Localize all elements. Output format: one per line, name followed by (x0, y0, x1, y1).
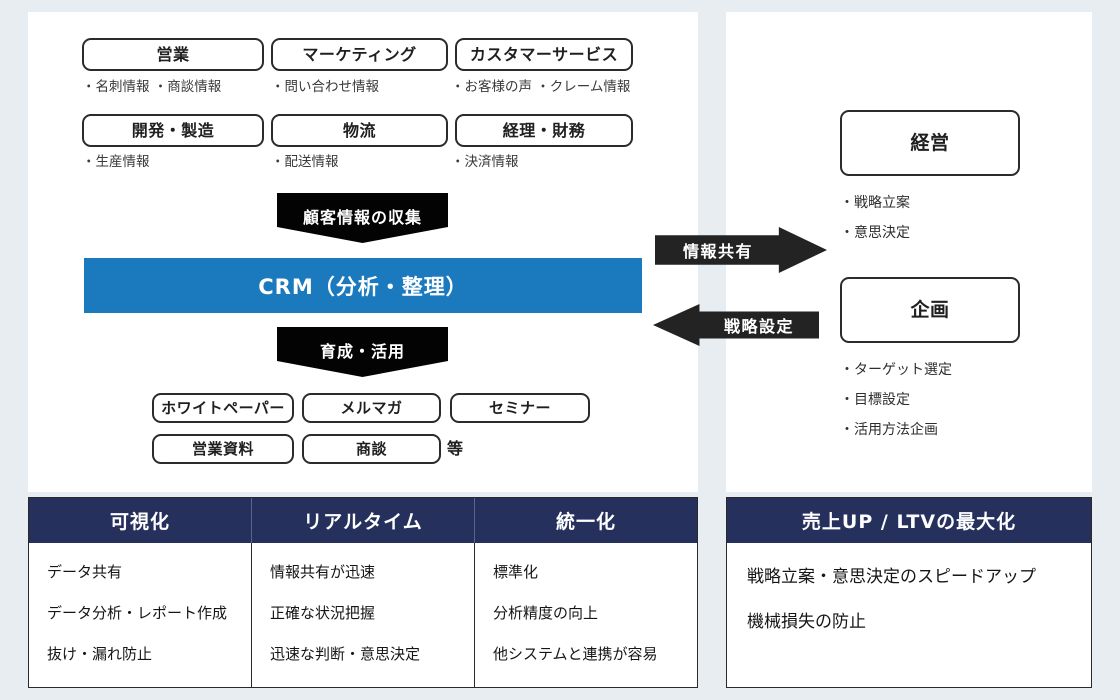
table-item: 迅速な判断・意思決定 (270, 645, 421, 663)
table-item: 戦略立案・意思決定のスピードアップ (747, 567, 1036, 587)
department-note-customer-service: ・お客様の声 ・クレーム情報 (451, 79, 631, 95)
department-box-development: 開発・製造 (82, 114, 264, 147)
crm-bar: CRM（分析・整理） (84, 258, 642, 313)
table-header-sales-ltv: 売上UP / LTVの最大化 (727, 498, 1091, 543)
output-box-sales-material: 営業資料 (152, 434, 294, 464)
table-body-row: データ共有 データ分析・レポート作成 抜け・漏れ防止 情報共有が迅速 正確な状況… (29, 543, 697, 688)
role-box-management: 経営 (840, 110, 1020, 176)
department-note-accounting: ・決済情報 (451, 154, 519, 170)
table-cell-unification: 標準化 分析精度の向上 他システムと連携が容易 (475, 543, 697, 688)
role-box-planning: 企画 (840, 277, 1020, 343)
table-item: 分析精度の向上 (493, 604, 599, 622)
role-bullet-management-0: ・戦略立案 (840, 195, 910, 211)
department-box-accounting: 経理・財務 (455, 114, 633, 147)
department-note-marketing: ・問い合わせ情報 (271, 79, 379, 95)
table-cell-sales-ltv: 戦略立案・意思決定のスピードアップ 機械損失の防止 (727, 543, 1091, 687)
table-body-row: 戦略立案・意思決定のスピードアップ 機械損失の防止 (727, 543, 1091, 687)
role-bullet-planning-1: ・目標設定 (840, 392, 910, 408)
output-box-seminar: セミナー (450, 393, 590, 423)
department-box-marketing: マーケティング (271, 38, 448, 71)
etc-label: 等 (447, 439, 464, 458)
table-item: 他システムと連携が容易 (493, 645, 658, 663)
table-header-visualization: 可視化 (29, 498, 252, 543)
benefits-table-left: 可視化 リアルタイム 統一化 データ共有 データ分析・レポート作成 抜け・漏れ防… (28, 497, 698, 688)
department-box-logistics: 物流 (271, 114, 448, 147)
benefits-table-right: 売上UP / LTVの最大化 戦略立案・意思決定のスピードアップ 機械損失の防止 (726, 497, 1092, 688)
table-item: 抜け・漏れ防止 (47, 645, 153, 663)
role-bullet-management-1: ・意思決定 (840, 225, 910, 241)
department-box-customer-service: カスタマーサービス (455, 38, 633, 71)
table-item: 情報共有が迅速 (270, 563, 376, 581)
table-cell-realtime: 情報共有が迅速 正確な状況把握 迅速な判断・意思決定 (252, 543, 475, 688)
output-box-negotiation: 商談 (302, 434, 441, 464)
table-item: 標準化 (493, 563, 539, 581)
table-header-unification: 統一化 (475, 498, 697, 543)
table-header-row: 売上UP / LTVの最大化 (727, 498, 1091, 543)
table-item: データ分析・レポート作成 (47, 604, 228, 622)
table-item: 機械損失の防止 (747, 612, 866, 632)
department-note-sales: ・名刺情報 ・商談情報 (82, 79, 222, 95)
department-note-logistics: ・配送情報 (271, 154, 339, 170)
output-box-whitepaper: ホワイトペーパー (152, 393, 294, 423)
table-header-realtime: リアルタイム (252, 498, 475, 543)
table-cell-visualization: データ共有 データ分析・レポート作成 抜け・漏れ防止 (29, 543, 252, 688)
department-box-sales: 営業 (82, 38, 264, 71)
role-bullet-planning-2: ・活用方法企画 (840, 422, 938, 438)
table-header-row: 可視化 リアルタイム 統一化 (29, 498, 697, 543)
department-note-development: ・生産情報 (82, 154, 150, 170)
role-bullet-planning-0: ・ターゲット選定 (840, 362, 952, 378)
table-item: 正確な状況把握 (270, 604, 376, 622)
table-item: データ共有 (47, 563, 123, 581)
output-box-mailmagazine: メルマガ (302, 393, 441, 423)
